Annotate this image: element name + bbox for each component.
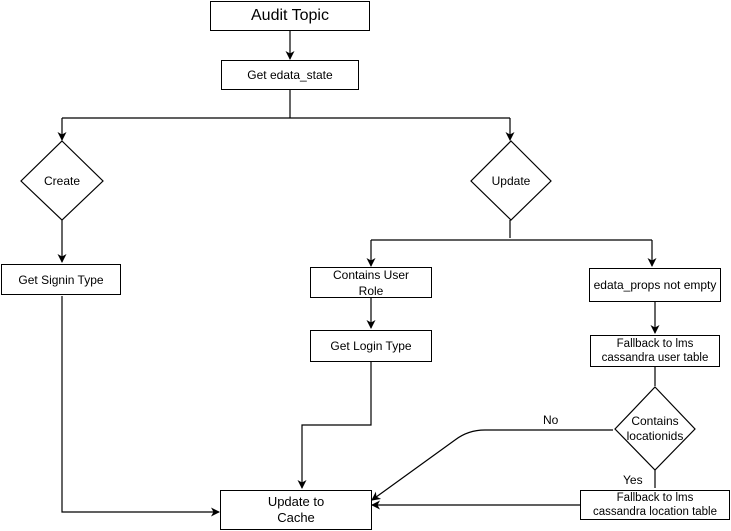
edge-signin-to-cache <box>61 296 220 517</box>
contains-user-role-box: Contains User Role <box>310 267 432 298</box>
edge-login-to-cache <box>297 362 372 489</box>
audit-topic-label: Audit Topic <box>251 7 329 24</box>
create-decision-label: Create <box>43 173 81 188</box>
get-edata-state-box: Get edata_state <box>221 60 359 90</box>
no-edge-label: No <box>541 413 561 427</box>
yes-edge-label: Yes <box>621 473 645 487</box>
update-decision-diamond <box>470 140 552 221</box>
get-edata-state-label: Get edata_state <box>247 68 333 82</box>
get-signin-type-label: Get Signin Type <box>18 272 104 287</box>
get-signin-type-box: Get Signin Type <box>1 264 121 295</box>
edata-props-not-empty-label: edata_props not empty <box>593 278 717 292</box>
edata-props-not-empty-box: edata_props not empty <box>589 268 721 302</box>
audit-topic-box: Audit Topic <box>210 1 370 31</box>
create-decision-diamond <box>20 140 104 221</box>
fallback-location-table-box: Fallback to lms cassandra location table <box>580 490 730 520</box>
contains-locationids-label: Contains locationids <box>626 414 684 443</box>
fallback-location-table-label: Fallback to lms cassandra location table <box>592 492 718 518</box>
get-login-type-box: Get Login Type <box>310 330 432 362</box>
contains-user-role-label: Contains User Role <box>332 267 410 298</box>
update-to-cache-label: Update to Cache <box>267 494 325 525</box>
update-to-cache-box: Update to Cache <box>220 490 372 530</box>
fallback-user-table-label: Fallback to lms cassandra user table <box>601 338 709 364</box>
locationids-decision-diamond <box>614 386 696 471</box>
update-decision-label: Update <box>491 173 531 188</box>
edge-no-to-cache <box>371 429 613 501</box>
fallback-user-table-box: Fallback to lms cassandra user table <box>590 335 720 367</box>
get-login-type-label: Get Login Type <box>330 339 412 353</box>
